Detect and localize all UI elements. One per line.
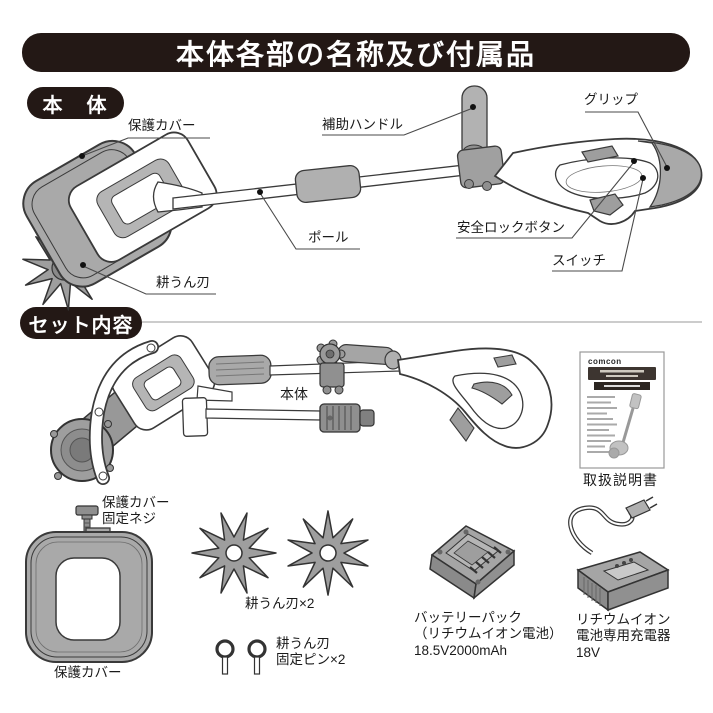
set-main-body-illustration — [50, 335, 553, 485]
label-pins-line2: 固定ピン×2 — [276, 652, 346, 668]
label-pins-x2: 耕うん刃 固定ピン×2 — [276, 636, 345, 669]
page-title-banner: 本体各部の名称及び付属品 — [22, 33, 690, 72]
label-pins-line1: 耕うん刃 — [276, 636, 330, 651]
leader-lines — [81, 107, 668, 295]
label-aux-handle: 補助ハンドル — [322, 117, 403, 132]
label-battery-line1: バッテリーパック — [414, 610, 522, 625]
cover-screw-illustration — [75, 505, 99, 534]
switch-part — [589, 193, 624, 216]
label-charger-line3: 18V — [576, 644, 601, 660]
blades-illustration — [191, 501, 382, 605]
label-set-main-body: 本体 — [280, 386, 308, 402]
label-battery: バッテリーパック （リチウムイオン電池） 18.5V2000mAh — [414, 610, 563, 659]
manual-illustration: comcon — [579, 351, 665, 469]
label-manual: 取扱説明書 — [583, 472, 658, 488]
main-unit-illustration — [13, 85, 703, 317]
label-battery-line2: （リチウムイオン電池） — [414, 626, 563, 642]
label-charger: リチウムイオン 電池専用充電器 18V — [576, 612, 671, 661]
safety-lock-button-part — [581, 145, 619, 163]
manual-logo: comcon — [588, 357, 622, 366]
section-badge-main-unit: 本 体 — [27, 87, 124, 119]
label-safety-lock-button: 安全ロックボタン — [457, 220, 565, 235]
label-blades-x2: 耕うん刃×2 — [245, 596, 315, 611]
page-title: 本体各部の名称及び付属品 — [175, 38, 536, 70]
section-badge-set-contents: セット内容 — [20, 307, 142, 339]
label-protective-cover-top: 保護カバー — [128, 118, 196, 133]
battery-illustration — [429, 525, 516, 600]
charger-illustration — [568, 496, 670, 612]
label-pole: ポール — [308, 230, 349, 245]
leader-dots — [79, 104, 670, 268]
label-cover-screw-line1: 保護カバー — [102, 495, 170, 510]
label-protective-cover-bottom: 保護カバー — [54, 665, 122, 680]
pins-illustration — [215, 639, 267, 675]
section-badge-set-contents-label: セット内容 — [28, 314, 134, 337]
label-tilling-blade-top: 耕うん刃 — [156, 275, 210, 290]
label-cover-screw-line2: 固定ネジ — [102, 511, 156, 527]
label-cover-screw: 保護カバー 固定ネジ — [102, 495, 170, 528]
label-grip: グリップ — [584, 92, 638, 107]
label-battery-line3: 18.5V2000mAh — [414, 642, 508, 658]
label-charger-line2: 電池専用充電器 — [576, 628, 671, 644]
protective-cover-illustration — [25, 527, 153, 663]
label-charger-line1: リチウムイオン — [576, 612, 671, 627]
section-badge-main-unit-label: 本 体 — [42, 94, 109, 117]
label-switch: スイッチ — [552, 253, 606, 268]
